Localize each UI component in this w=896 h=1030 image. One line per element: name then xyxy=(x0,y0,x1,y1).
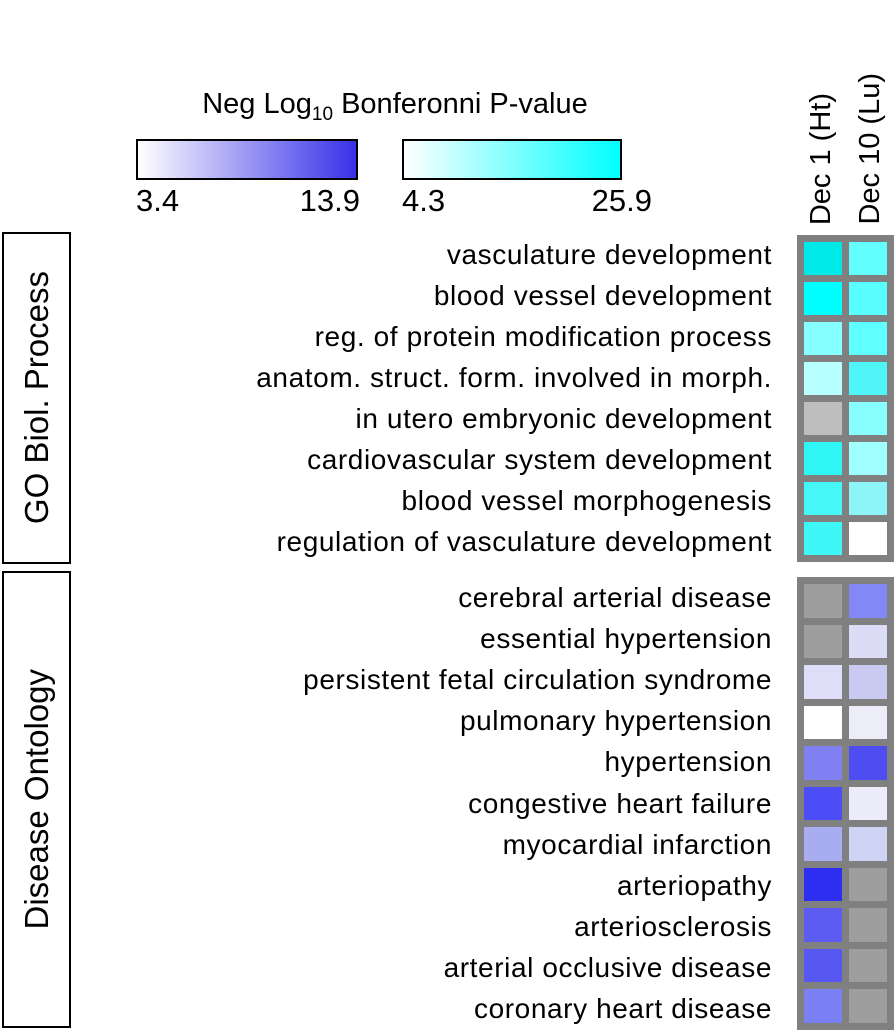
heatmap-cell xyxy=(804,989,842,1023)
blue-scale-labels: 3.4 13.9 xyxy=(136,183,360,219)
row-label: pulmonary hypertension xyxy=(459,705,772,737)
heatmap-cell-missing xyxy=(849,867,887,902)
heatmap-cell xyxy=(849,584,887,618)
row-labels-disease: cerebral arterial disease essential hyper… xyxy=(0,577,772,1030)
blue-scale-min-label: 3.4 xyxy=(136,183,180,218)
row-label: arteriosclerosis xyxy=(574,911,772,943)
row-label: cardiovascular system development xyxy=(307,443,772,475)
blue-colorbar xyxy=(136,139,358,180)
heatmap-cell-missing xyxy=(849,948,887,983)
column-header-dec-10-lu-label: Dec 10 (Lu) xyxy=(853,73,886,225)
heatmap-cell-missing xyxy=(804,402,842,435)
heatmap-cell xyxy=(849,624,887,659)
row-label: vasculature development xyxy=(446,239,772,271)
heatmap-cell xyxy=(849,282,887,315)
heatmap-cell xyxy=(849,442,887,475)
heatmap-disease xyxy=(797,577,894,1030)
legend-title-subscript: 10 xyxy=(311,103,334,125)
heatmap-cell xyxy=(804,867,842,902)
row-label: cerebral arterial disease xyxy=(458,581,772,613)
cyan-scale-max-label: 25.9 xyxy=(591,183,652,218)
row-label: arterial occlusive disease xyxy=(443,952,772,984)
row-label: myocardial infarction xyxy=(502,828,772,860)
heatmap-cell xyxy=(849,402,887,435)
heatmap-cell xyxy=(849,522,887,555)
heatmap-cell-missing xyxy=(804,584,842,618)
heatmap-go xyxy=(797,235,894,562)
legend-title-prefix: Neg Log xyxy=(202,88,312,120)
heatmap-cell xyxy=(849,827,887,861)
heatmap-cell xyxy=(804,282,842,315)
cyan-scale-labels: 4.3 25.9 xyxy=(402,183,652,219)
heatmap-cell xyxy=(849,665,887,699)
row-label: persistent fetal circulation syndrome xyxy=(303,663,772,695)
cyan-colorbar xyxy=(402,139,622,180)
heatmap-cell xyxy=(804,827,842,861)
row-label: anatom. struct. form. involved in morph. xyxy=(256,362,772,394)
row-label: arteriopathy xyxy=(616,869,772,901)
row-labels-go: vasculature development blood vessel deve… xyxy=(0,235,772,562)
column-header-dec-1-ht-label: Dec 1 (Ht) xyxy=(804,92,837,225)
heatmap-cell xyxy=(804,786,842,821)
row-label: coronary heart disease xyxy=(473,993,772,1025)
heatmap-cell xyxy=(849,242,887,275)
row-label: blood vessel development xyxy=(433,280,772,312)
heatmap-cell xyxy=(804,705,842,740)
heatmap-cell xyxy=(849,786,887,821)
legend-title-suffix: Bonferonni P-value xyxy=(333,88,588,120)
heatmap-cell xyxy=(804,522,842,555)
row-label: hypertension xyxy=(604,746,772,778)
heatmap-cell xyxy=(849,482,887,515)
heatmap-cell xyxy=(849,322,887,355)
heatmap-cell xyxy=(804,746,842,780)
legend-title: Neg Log10 Bonferonni P-value xyxy=(0,88,790,126)
blue-scale-max-label: 13.9 xyxy=(299,183,360,218)
group-box-disease-ontology: Disease Ontology xyxy=(2,571,71,1028)
heatmap-cell-missing xyxy=(849,989,887,1023)
heatmap-cell xyxy=(804,242,842,275)
heatmap-cell xyxy=(849,746,887,780)
row-label: blood vessel morphogenesis xyxy=(401,484,772,516)
cyan-scale-min-label: 4.3 xyxy=(402,183,446,218)
heatmap-cell xyxy=(849,362,887,395)
heatmap-cell xyxy=(804,665,842,699)
column-header-dec-10-lu: Dec 10 (Lu) xyxy=(847,0,893,225)
heatmap-cell xyxy=(804,322,842,355)
row-label: in utero embryonic development xyxy=(355,402,772,434)
row-label: congestive heart failure xyxy=(468,787,772,819)
heatmap-cell xyxy=(849,705,887,740)
heatmap-cell xyxy=(804,948,842,983)
heatmap-cell xyxy=(804,362,842,395)
heatmap-cell xyxy=(804,908,842,942)
heatmap-cell xyxy=(804,482,842,515)
row-label: reg. of protein modification process xyxy=(314,321,772,353)
group-box-go-biol-process: GO Biol. Process xyxy=(2,232,71,564)
heatmap-cell-missing xyxy=(804,624,842,659)
row-label: essential hypertension xyxy=(480,622,772,654)
heatmap-cell-missing xyxy=(849,908,887,942)
column-header-dec-1-ht: Dec 1 (Ht) xyxy=(799,0,843,225)
row-label: regulation of vasculature development xyxy=(276,525,772,557)
heatmap-cell xyxy=(804,442,842,475)
